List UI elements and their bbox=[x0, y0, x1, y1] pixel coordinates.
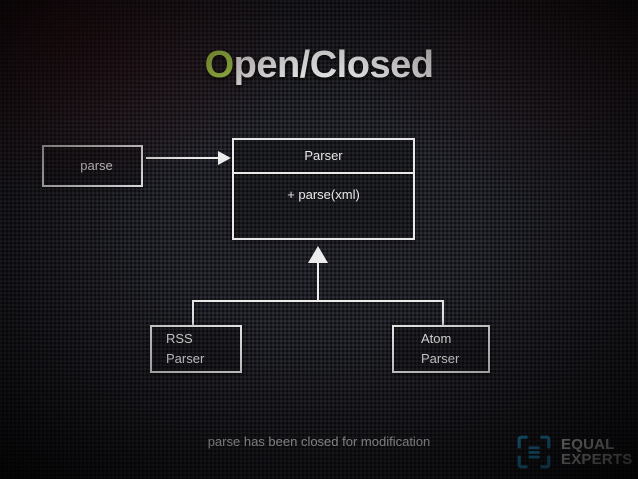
inheritance-bus-line bbox=[192, 300, 444, 302]
logo-line-2: EXPERTS bbox=[561, 451, 633, 468]
rss-parser-label: RSS Parser bbox=[166, 330, 205, 366]
page-title: Open/Closed bbox=[0, 44, 638, 87]
generalization-arrow-line bbox=[317, 262, 319, 302]
parser-class-operations: + parse(xml) bbox=[287, 187, 360, 202]
client-parse-box: parse bbox=[42, 145, 143, 187]
parser-class-box: Parser + parse(xml) bbox=[232, 138, 415, 240]
equal-experts-logo: EQUAL EXPERTS bbox=[516, 434, 632, 470]
equal-experts-wordmark: EQUAL EXPERTS bbox=[561, 437, 632, 467]
atom-parser-label: Atom Parser bbox=[421, 330, 460, 366]
dependency-arrow-head-icon bbox=[218, 151, 231, 165]
inheritance-drop-line-left bbox=[192, 300, 194, 326]
title-remainder: pen/Closed bbox=[233, 44, 434, 86]
equal-experts-bracket-icon bbox=[517, 435, 551, 469]
client-parse-label: parse bbox=[80, 157, 113, 173]
generalization-arrow-head-icon bbox=[308, 246, 328, 263]
parser-class-name: Parser bbox=[234, 140, 413, 174]
dependency-arrow-line bbox=[146, 157, 222, 159]
rss-parser-box: RSS Parser bbox=[150, 325, 242, 373]
title-accent-letter: O bbox=[204, 44, 235, 86]
atom-parser-box: Atom Parser bbox=[392, 325, 490, 373]
inheritance-drop-line-right bbox=[442, 300, 444, 326]
logo-line-1: EQUAL bbox=[561, 436, 615, 453]
